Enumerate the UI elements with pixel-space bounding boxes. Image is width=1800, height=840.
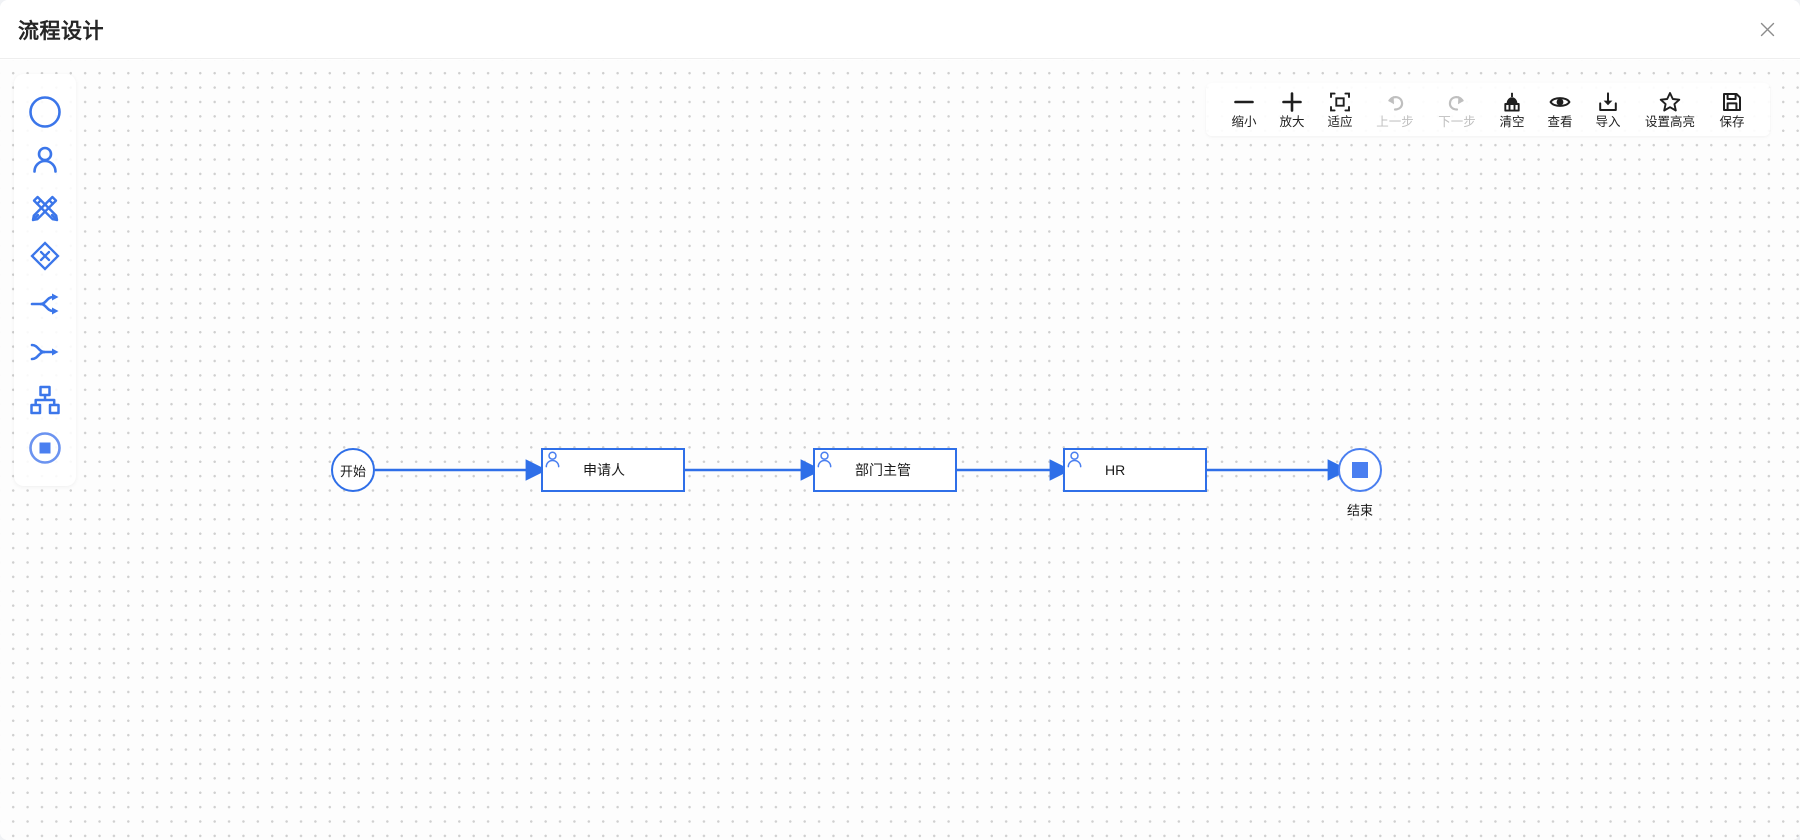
close-icon[interactable] bbox=[1750, 12, 1784, 46]
palette-item-parallel-split[interactable] bbox=[18, 280, 72, 328]
canvas-toolbar: 缩小 放大 适应 bbox=[1206, 83, 1770, 136]
join-arrow-icon bbox=[29, 336, 61, 368]
diamond-x-icon bbox=[29, 240, 61, 272]
node-palette bbox=[14, 74, 76, 486]
undo-label: 上一步 bbox=[1376, 114, 1414, 129]
window-header: 流程设计 bbox=[0, 0, 1800, 59]
flow-node-task3-label: HR bbox=[1105, 462, 1126, 478]
save-button[interactable]: 保存 bbox=[1708, 84, 1756, 135]
redo-icon bbox=[1446, 91, 1468, 113]
circle-icon bbox=[28, 95, 62, 129]
zoom-out-label: 缩小 bbox=[1231, 114, 1257, 129]
zoom-in-button[interactable]: 放大 bbox=[1268, 84, 1316, 135]
split-arrows-icon bbox=[29, 288, 61, 320]
fit-screen-button[interactable]: 适应 bbox=[1316, 84, 1364, 135]
hierarchy-icon bbox=[29, 384, 61, 416]
view-button[interactable]: 查看 bbox=[1536, 84, 1584, 135]
filled-circle-icon bbox=[28, 431, 62, 465]
view-label: 查看 bbox=[1547, 114, 1573, 129]
import-icon bbox=[1597, 91, 1619, 113]
eye-icon bbox=[1549, 91, 1571, 113]
import-label: 导入 bbox=[1595, 114, 1621, 129]
flow-node-task1-label: 申请人 bbox=[583, 462, 625, 478]
plus-icon bbox=[1281, 91, 1303, 113]
clear-button[interactable]: 清空 bbox=[1488, 84, 1536, 135]
save-icon bbox=[1721, 91, 1743, 113]
broom-icon bbox=[1501, 91, 1523, 113]
redo-button[interactable]: 下一步 bbox=[1426, 84, 1488, 135]
flow-canvas[interactable]: 缩小 放大 适应 bbox=[0, 60, 1800, 840]
palette-item-script-task[interactable] bbox=[18, 184, 72, 232]
set-highlight-button[interactable]: 设置高亮 bbox=[1632, 84, 1708, 135]
undo-icon bbox=[1384, 91, 1406, 113]
flow-node-start[interactable]: 开始 bbox=[331, 448, 375, 492]
flow-graph: 开始 申请人 部 bbox=[0, 60, 1800, 840]
flow-node-end[interactable] bbox=[1338, 448, 1382, 492]
flow-node-task1[interactable]: 申请人 bbox=[541, 448, 685, 492]
undo-button[interactable]: 上一步 bbox=[1364, 84, 1426, 135]
minus-icon bbox=[1233, 91, 1255, 113]
palette-item-end-event[interactable] bbox=[18, 424, 72, 472]
import-button[interactable]: 导入 bbox=[1584, 84, 1632, 135]
palette-item-subprocess[interactable] bbox=[18, 376, 72, 424]
redo-label: 下一步 bbox=[1438, 114, 1476, 129]
clear-label: 清空 bbox=[1499, 114, 1525, 129]
flow-node-start-label: 开始 bbox=[339, 463, 366, 479]
page-title: 流程设计 bbox=[18, 20, 104, 43]
filled-square-icon bbox=[1352, 462, 1368, 478]
palette-item-start-event[interactable] bbox=[18, 88, 72, 136]
palette-item-merge-join[interactable] bbox=[18, 328, 72, 376]
palette-item-user-task[interactable] bbox=[18, 136, 72, 184]
flow-node-task2[interactable]: 部门主管 bbox=[813, 448, 957, 492]
flow-node-task2-label: 部门主管 bbox=[855, 462, 911, 478]
pencil-ruler-icon bbox=[29, 192, 61, 224]
zoom-in-label: 放大 bbox=[1279, 114, 1305, 129]
save-label: 保存 bbox=[1719, 114, 1745, 129]
zoom-out-button[interactable]: 缩小 bbox=[1220, 84, 1268, 135]
palette-item-exclusive-gateway[interactable] bbox=[18, 232, 72, 280]
fit-screen-label: 适应 bbox=[1327, 114, 1353, 129]
flow-node-task3[interactable]: HR bbox=[1063, 448, 1207, 492]
set-highlight-label: 设置高亮 bbox=[1644, 114, 1695, 129]
star-icon bbox=[1659, 91, 1681, 113]
flow-edges-layer bbox=[375, 459, 1350, 481]
flow-node-end-label: 结束 bbox=[1346, 503, 1373, 518]
user-icon bbox=[29, 144, 61, 176]
fit-screen-icon bbox=[1329, 91, 1351, 113]
